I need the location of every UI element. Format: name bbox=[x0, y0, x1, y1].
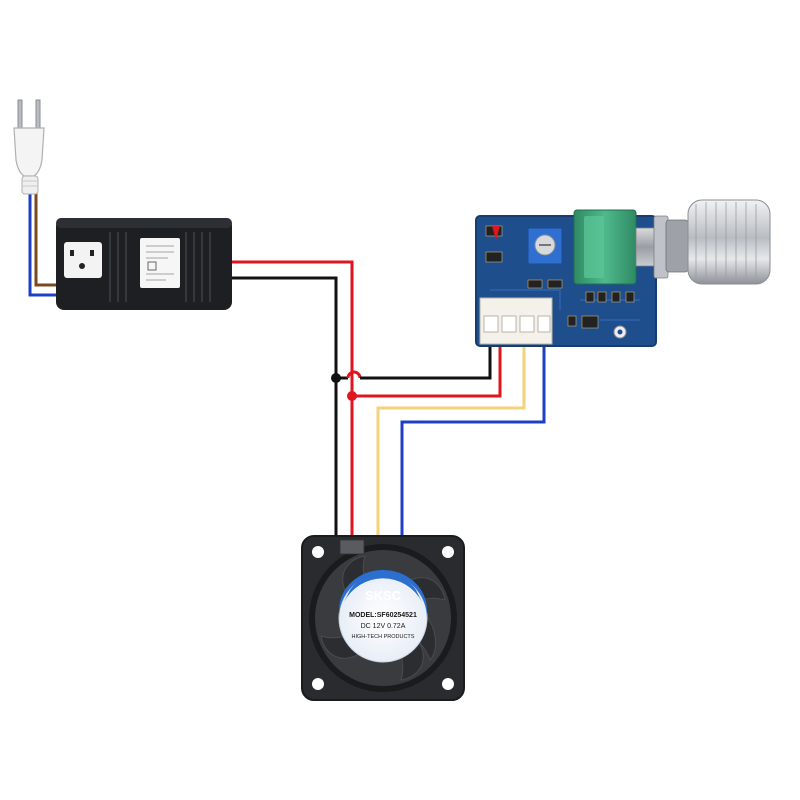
mains-brown-wire bbox=[34, 192, 65, 287]
wires bbox=[28, 192, 546, 548]
power-adapter-icon bbox=[56, 218, 232, 310]
cooling-fan-icon: SKSC MODEL:SF60254521 DC 12V 0.72A HIGH-… bbox=[301, 535, 465, 701]
power-plug-icon bbox=[13, 99, 45, 195]
black-negative-wire bbox=[228, 276, 338, 378]
led-indicator-icon bbox=[492, 226, 500, 240]
fan-model-label: MODEL:SF60254521 bbox=[349, 612, 417, 619]
blue-pwm-wire bbox=[400, 318, 546, 548]
fan-brand-label: SKSC bbox=[365, 588, 402, 603]
red-positive-wire bbox=[228, 260, 502, 398]
red-junction-dot bbox=[347, 391, 357, 401]
pwm-controller-board-icon bbox=[475, 199, 771, 347]
black-junction-dot bbox=[331, 373, 341, 383]
mains-blue-wire bbox=[28, 192, 65, 297]
yellow-tach-wire bbox=[376, 318, 526, 548]
black-to-board-wire-2 bbox=[360, 318, 492, 380]
fan-maker-label: HIGH-TECH PRODUCTS bbox=[352, 634, 415, 640]
fan-rating-label: DC 12V 0.72A bbox=[361, 623, 406, 630]
black-wire-crossover-hop bbox=[346, 370, 362, 379]
